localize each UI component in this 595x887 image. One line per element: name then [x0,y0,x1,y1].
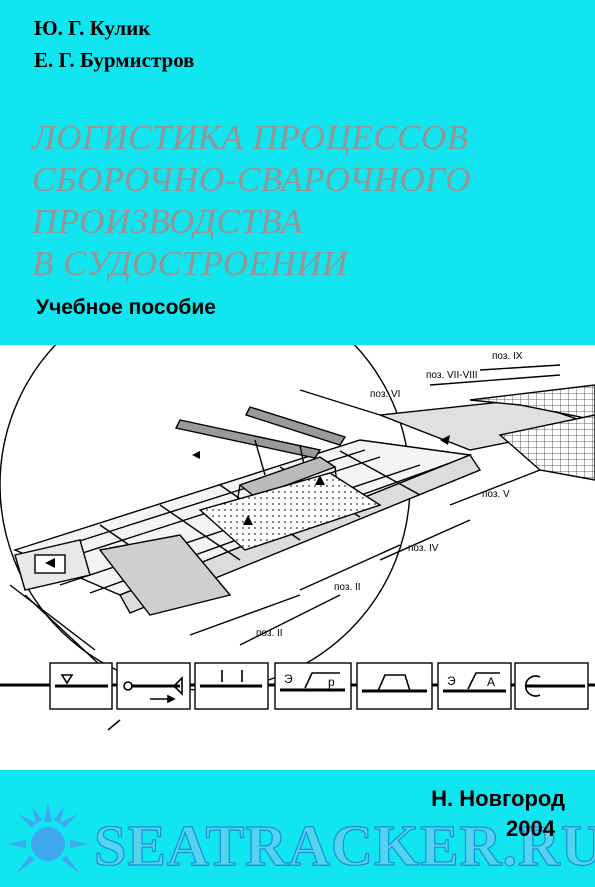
label-pos-6: поз. VI [370,389,400,400]
cover-top-band: Ю. Г. Кулик Е. Г. Бурмистров ЛОГИСТИКА П… [0,0,595,345]
title-line-4: В СУДОСТРОЕНИИ [32,244,348,283]
title-line-1: ЛОГИСТИКА ПРОЦЕССОВ [32,118,469,157]
sun-logo-icon [6,802,90,874]
flow-symbol-e2: Э [447,674,456,688]
label-pos-4: поз. IV [408,543,439,554]
label-pos-5: поз. V [482,489,510,500]
assembly-line-illustration: поз. IX поз. VII-VIII поз. VI поз. V поз… [0,345,595,731]
label-pos-2b: поз. II [256,628,283,639]
label-pos-2a: поз. II [334,582,361,593]
publication-year: 2004 [506,816,555,841]
title-line-3: ПРОИЗВОДСТВА [32,202,303,241]
label-pos-7-8: поз. VII-VIII [426,370,478,381]
process-flow-diagram: Э р Э А [0,662,595,731]
label-pos-9: поз. IX [492,351,523,362]
cover-bottom-band [0,770,595,887]
flow-symbol-e1: Э [284,672,293,686]
publication-city: Н. Новгород [431,786,565,811]
watermark-text: SEATRACKER.RU [93,812,595,878]
title-line-2: СБОРОЧНО-СВАРОЧНОГО [32,160,471,199]
flow-symbol-p: р [328,675,335,689]
author-2: Е. Г. Бурмистров [34,48,195,72]
flow-symbol-a: А [487,675,495,689]
book-subtitle: Учебное пособие [36,296,216,319]
author-1: Ю. Г. Кулик [34,16,151,40]
